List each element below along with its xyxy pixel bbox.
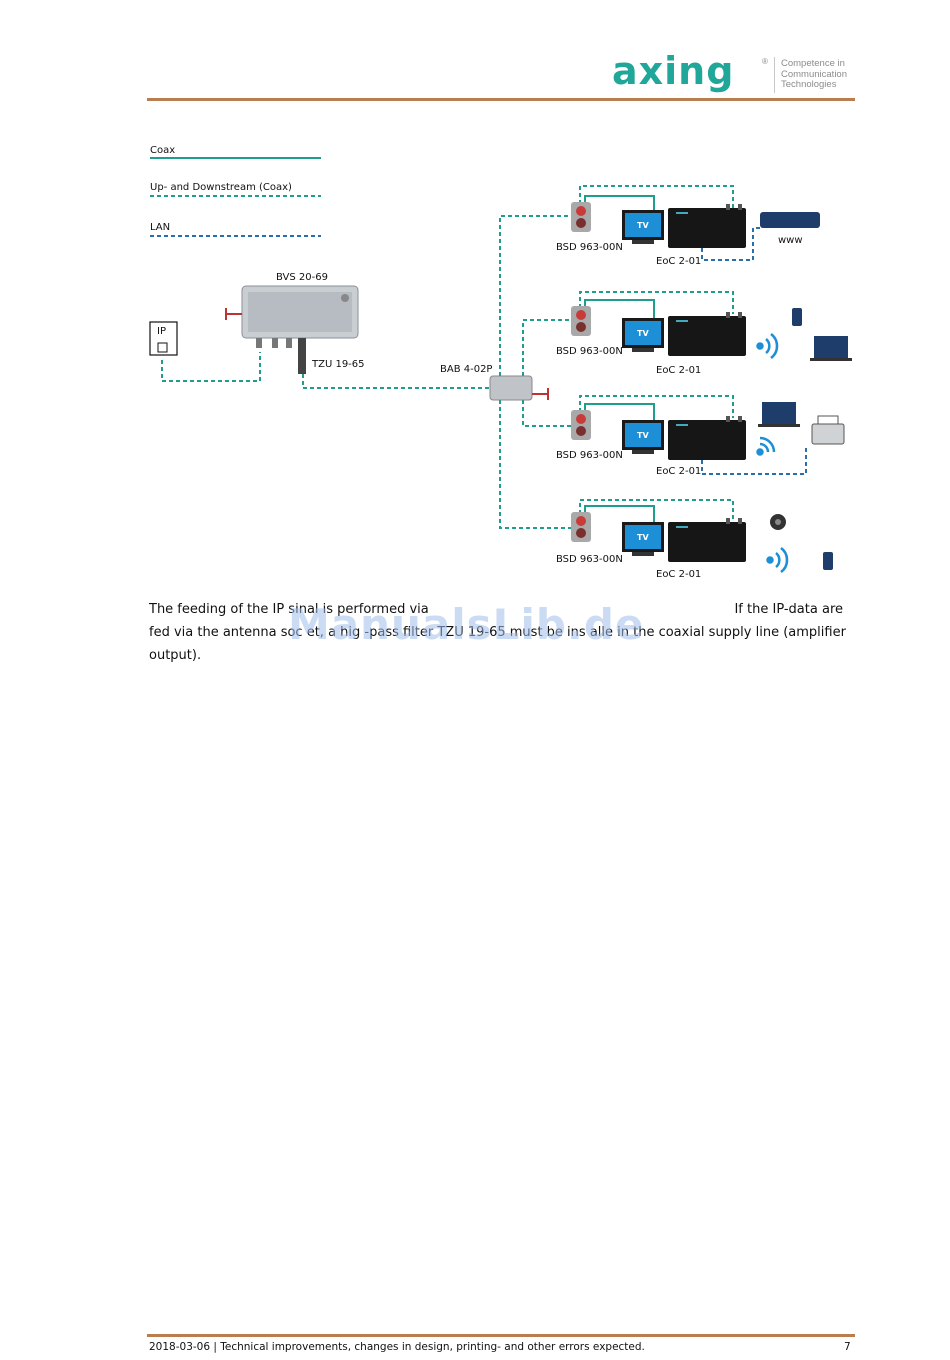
body-line-2: fed via the antenna soc et, a hig -pass …	[149, 625, 846, 640]
header-rule	[147, 98, 855, 101]
legend: Coax Up- and Downstream (Coax) LAN	[150, 145, 321, 237]
phone-icon	[792, 308, 802, 326]
footer-rule	[147, 1334, 855, 1337]
splitter-label: BAB 4-02P	[440, 364, 492, 375]
wifi-icon	[766, 547, 789, 573]
branch-2: TV BSD 963-00N EoC 2-01	[556, 291, 852, 376]
network-diagram: Coax Up- and Downstream (Coax) LAN IP BV…	[149, 145, 852, 580]
splitter: BAB 4-02P	[440, 364, 549, 401]
body-line-1-c: If the IP-data are	[734, 602, 843, 617]
socket-label-4: BSD 963-00N	[556, 554, 623, 565]
tv-label-4: TV	[637, 533, 649, 542]
tagline-line-3: Technologies	[781, 79, 837, 90]
ip-to-amplifier-cable	[161, 352, 261, 382]
branch-3: TV BSD 963-00N EoC 2-01	[556, 395, 845, 477]
body-line-1-a: The feeding of the IP si	[149, 602, 299, 617]
highpass-filter: TZU 19-65	[298, 338, 365, 374]
body-line-1: The feeding of the IP sinal is performed…	[149, 598, 849, 621]
body-paragraph: The feeding of the IP sinal is performed…	[149, 598, 849, 667]
www-label: www	[778, 235, 803, 246]
ip-socket: IP	[149, 321, 178, 356]
branch-1: TV BSD 963-00N EoC 2-01 www	[556, 185, 820, 267]
legend-coax-label: Coax	[150, 145, 175, 156]
splitter-out-3	[522, 400, 572, 427]
socket-label-3: BSD 963-00N	[556, 450, 623, 461]
axing-logo: axing ® Competence in Communication Tech…	[612, 49, 857, 97]
router-icon	[760, 212, 820, 228]
body-line-3: output).	[149, 648, 202, 663]
socket-label-2: BSD 963-00N	[556, 346, 623, 357]
logo-wordmark: axing	[612, 49, 735, 93]
tv-label-2: TV	[637, 329, 649, 338]
branch-4: TV BSD 963-00N EoC 2-01	[556, 499, 833, 580]
amplifier: BVS 20-69	[225, 272, 359, 348]
page-number: 7	[844, 1341, 851, 1353]
wifi-icon	[756, 333, 779, 359]
socket-label-1: BSD 963-00N	[556, 242, 623, 253]
eoc-label-3: EoC 2-01	[656, 466, 701, 477]
logo-tagline: Competence in Communication Technologies	[781, 58, 847, 91]
watermark: ManualsLib.de	[288, 600, 645, 649]
tv-label-1: TV	[637, 221, 649, 230]
logo-separator	[774, 57, 775, 93]
eoc-label-1: EoC 2-01	[656, 256, 701, 267]
legend-lan-label: LAN	[150, 222, 170, 233]
laptop-icon	[762, 402, 796, 424]
splitter-out-2	[522, 319, 572, 376]
phone-icon	[823, 552, 833, 570]
printer-icon	[811, 423, 845, 445]
body-line-1-b: nal is performed via	[298, 602, 429, 617]
amplifier-to-splitter-cable	[302, 374, 490, 389]
footer-text: 2018-03-06 | Technical improvements, cha…	[149, 1341, 645, 1353]
amplifier-label: BVS 20-69	[276, 272, 328, 283]
laptop-icon	[814, 336, 848, 358]
tagline-line-1: Competence in	[781, 58, 845, 69]
legend-updown-label: Up- and Downstream (Coax)	[150, 182, 292, 193]
tagline-line-2: Communication	[781, 68, 847, 80]
tv-label-3: TV	[637, 431, 649, 440]
highpass-label: TZU 19-65	[311, 359, 365, 370]
eoc-label-2: EoC 2-01	[656, 365, 701, 376]
logo-registered-mark: ®	[762, 57, 768, 66]
eoc-label-4: EoC 2-01	[656, 569, 701, 580]
ip-label: IP	[157, 326, 166, 337]
splitter-out-4	[499, 400, 572, 529]
wifi-icon	[756, 436, 776, 456]
